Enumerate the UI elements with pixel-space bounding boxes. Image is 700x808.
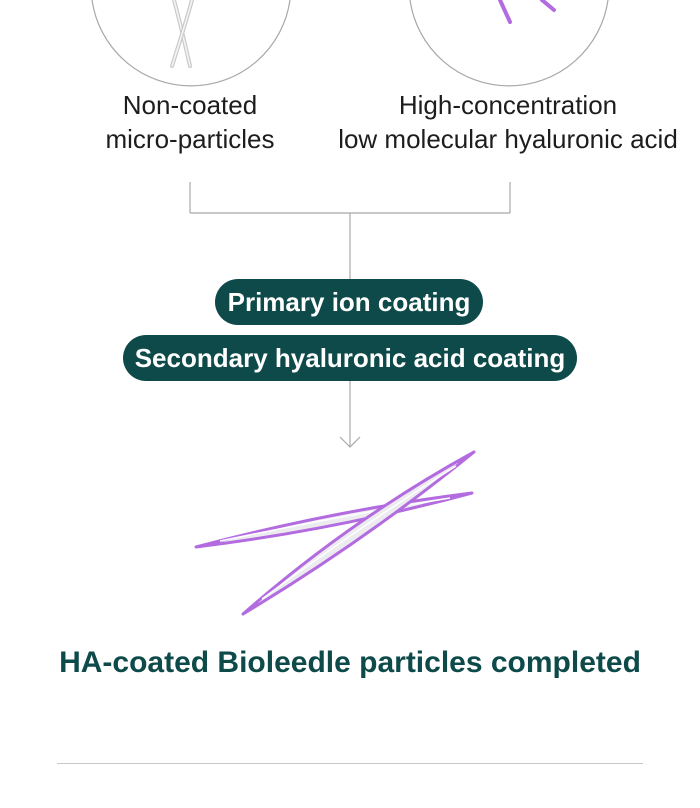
input-label-line: High-concentration [398, 90, 618, 120]
step-primary-ion-coating: Primary ion coating [215, 279, 483, 325]
input-label-line: low molecular hyaluronic acid [338, 124, 678, 154]
divider [57, 763, 643, 764]
coated-particle-diagonal [241, 450, 476, 616]
input-label-line: micro-particles [105, 124, 275, 154]
hyaluronic-acid-circle [409, 0, 609, 87]
input-label-line: Non-coated [122, 90, 258, 120]
coated-particles-illustration [194, 450, 476, 616]
down-arrow-icon [339, 381, 361, 448]
result-title: HA-coated Bioleedle particles completed [59, 646, 641, 679]
step-secondary-ha-coating: Secondary hyaluronic acid coating [123, 335, 577, 381]
non-coated-particle-circle [91, 0, 291, 87]
input-label-non-coated: Non-coated micro-particles [90, 88, 290, 156]
merge-connector [189, 182, 511, 280]
coated-particle-long [194, 491, 474, 549]
input-label-hyaluronic-acid: High-concentration low molecular hyaluro… [326, 88, 690, 156]
